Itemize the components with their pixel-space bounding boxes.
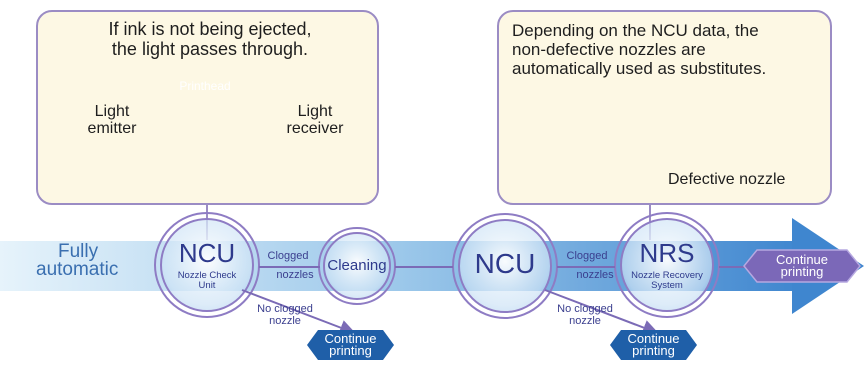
noclog1-label-line1: No clogged (257, 303, 313, 315)
right-caption-line2: non-defective nozzles are (512, 40, 706, 59)
continue3-label-line2: printing (780, 264, 824, 279)
clogged1-label-line2: nozzles (276, 269, 314, 281)
fully-automatic-label-line1: Fully (58, 241, 99, 262)
emitter-label-line2: emitter (87, 120, 137, 137)
continue2-hexagon (610, 330, 697, 360)
continue1-label-line1: Continue (324, 331, 377, 346)
continue2-label-line1: Continue (627, 331, 680, 346)
clogged1-label-line1: Clogged (267, 250, 309, 262)
left-caption-line1: If ink is not being ejected, (108, 19, 312, 39)
ncu2-title: NCU (474, 248, 536, 279)
noclog2-label-line1: No clogged (557, 303, 613, 315)
cleaning-label: Cleaning (327, 257, 387, 274)
cleaning-node (318, 227, 396, 305)
noclog2-arrow (544, 289, 659, 336)
continue3-hexagon (743, 249, 861, 283)
fully-automatic-label-line2: automatic (36, 259, 119, 280)
continue1-hexagon (307, 330, 394, 360)
emitter-label-line1: Light (94, 103, 130, 120)
clogged2-label-line2: nozzles (576, 269, 614, 281)
ncu1-subtitle-line2: Unit (198, 280, 216, 291)
ncu1-subtitle-line1: Nozzle Check (177, 270, 237, 281)
nrs-subtitle-line2: System (651, 280, 683, 291)
right-caption-line1: Depending on the NCU data, the (512, 21, 759, 40)
defective-nozzle-label: Defective nozzle (668, 171, 786, 188)
ncu1-node (154, 212, 260, 318)
nrs-node (614, 212, 720, 318)
right-info-panel (497, 10, 832, 205)
ncu1-title: NCU (178, 238, 236, 268)
continue2-label-line2: printing (632, 343, 675, 358)
noclog1-arrow (241, 289, 356, 336)
left-caption-line2: the light passes through. (111, 39, 309, 59)
nrs-subtitle-line1: Nozzle Recovery (631, 270, 703, 281)
clogged2-label-line1: Clogged (566, 250, 608, 262)
nrs-title: NRS (639, 238, 695, 268)
printhead-label: Printhead (179, 79, 231, 93)
receiver-label-line1: Light (297, 103, 333, 120)
left-info-panel (36, 10, 379, 205)
continue1-label-line2: printing (329, 343, 372, 358)
receiver-label-line2: receiver (286, 120, 344, 137)
noclog1-label-line2: nozzle (269, 315, 301, 327)
right-caption-line3: automatically used as substitutes. (512, 59, 767, 78)
continue3-label-line1: Continue (775, 252, 829, 267)
noclog2-label-line2: nozzle (569, 315, 601, 327)
